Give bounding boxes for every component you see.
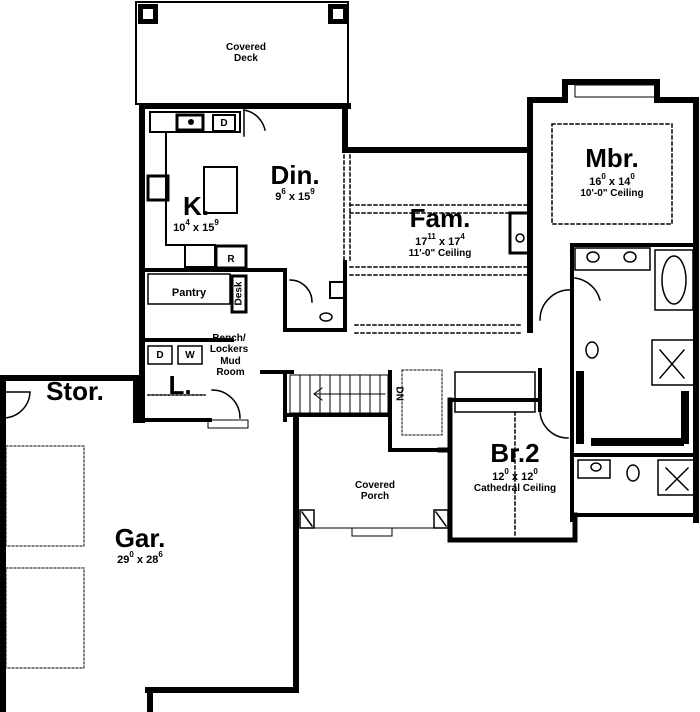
- br2-name: Br.2: [490, 438, 540, 468]
- covered-deck-line1: Covered: [225, 42, 266, 53]
- mud-room-label: Mud Room: [216, 356, 245, 378]
- kitchen: K. 104 x 159: [166, 193, 226, 234]
- br2-ceiling: Cathedral Ceiling: [473, 483, 557, 494]
- kitchen-dimensions: 104 x 159: [173, 218, 219, 234]
- br2-dimensions: 120 x 120: [492, 467, 538, 483]
- mbr-ceiling: 10'-0" Ceiling: [580, 188, 644, 199]
- garage: Gar. 290 x 286: [90, 525, 190, 566]
- washer-label: W: [185, 350, 195, 361]
- desk-label: Desk: [233, 281, 245, 306]
- garage-dimensions: 290 x 286: [117, 550, 163, 566]
- bench-lockers-label: Bench/ Lockers: [209, 333, 249, 355]
- family-room: Fam. 1711 x 174 11'-0" Ceiling: [380, 205, 500, 259]
- storage-label: Stor.: [46, 376, 104, 406]
- stairs-down-label: DN: [393, 386, 405, 401]
- kitchen-counters: [146, 109, 266, 270]
- dining-dimensions: 96 x 159: [275, 187, 315, 203]
- kitchen-dining-walls: [139, 97, 533, 423]
- stair-treads: [289, 369, 443, 436]
- bedroom-2: Br.2 120 x 120 Cathedral Ceiling: [455, 440, 575, 494]
- kitchen-name: K.: [183, 191, 209, 221]
- covered-deck-label: Covered Deck: [196, 42, 296, 64]
- master-bedroom: Mbr. 160 x 140 10'-0" Ceiling: [552, 145, 672, 199]
- family-ceiling: 11'-0" Ceiling: [408, 248, 472, 259]
- covered-porch-label: Covered Porch: [354, 480, 395, 502]
- dining-room: Din. 96 x 159: [255, 162, 335, 203]
- refrigerator-label: R: [227, 254, 235, 265]
- garage-name: Gar.: [114, 523, 166, 553]
- dining-name: Din.: [270, 160, 320, 190]
- laundry-name: L.: [168, 370, 192, 400]
- family-dimensions: 1711 x 174: [415, 232, 465, 248]
- dryer-label: D: [156, 350, 164, 361]
- mbr-name: Mbr.: [585, 143, 639, 173]
- pantry-label: Pantry: [171, 287, 207, 299]
- wic-shelves: [576, 371, 689, 446]
- mbr-dimensions: 160 x 140: [589, 172, 635, 188]
- family-name: Fam.: [409, 203, 471, 233]
- dishwasher-label: D: [220, 118, 228, 129]
- covered-deck-line2: Deck: [234, 53, 258, 64]
